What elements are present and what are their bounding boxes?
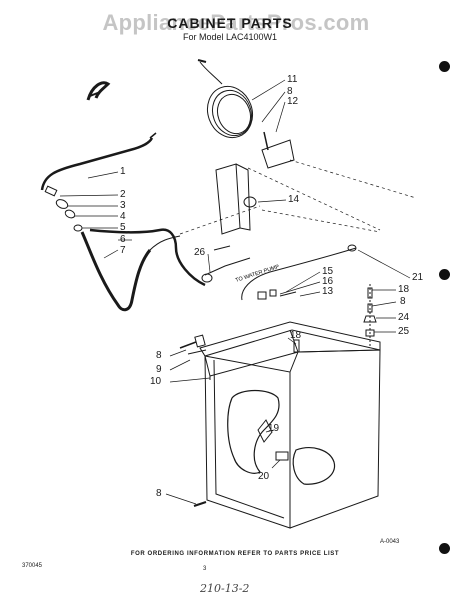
callout-25: 25 xyxy=(398,326,410,337)
callout-5: 5 xyxy=(120,222,126,233)
callout-8: 8 xyxy=(400,296,406,307)
watermark: AppliancePartsPros.com xyxy=(102,10,370,35)
binder-hole-bottom xyxy=(439,543,450,554)
side-cutout xyxy=(292,447,336,485)
callout-1: 1 xyxy=(120,166,126,177)
callout-16: 16 xyxy=(322,276,334,287)
callout-7: 7 xyxy=(120,245,126,256)
callout-4: 4 xyxy=(120,211,126,222)
binder-hole-middle xyxy=(439,269,450,280)
ordering-footer: FOR ORDERING INFORMATION REFER TO PARTS … xyxy=(130,551,340,557)
handwritten-note: 210-13-2 xyxy=(200,582,250,595)
callout-24: 24 xyxy=(398,312,410,323)
callout-14: 14 xyxy=(288,194,300,205)
callout-8: 8 xyxy=(156,350,162,361)
power-cord xyxy=(40,137,154,191)
callout-26: 26 xyxy=(194,247,206,258)
callout-3: 3 xyxy=(120,200,126,211)
callout-20: 20 xyxy=(258,471,270,482)
coupling-parts xyxy=(44,185,83,232)
callout-2: 2 xyxy=(120,189,126,200)
callout-15: 15 xyxy=(322,266,334,277)
hose-label: TO WATER PUMP xyxy=(235,264,281,284)
callout-11: 11 xyxy=(287,74,298,85)
hook-part xyxy=(86,81,111,101)
drain-hose xyxy=(80,231,152,312)
left-code: 370045 xyxy=(22,563,43,569)
callout-8: 8 xyxy=(156,488,162,499)
callout-21: 21 xyxy=(412,272,424,283)
model-subtitle: For Model LAC4100W1 xyxy=(182,32,278,42)
page-number: 3 xyxy=(203,566,207,572)
right-screws xyxy=(363,284,377,346)
inlet-hose-coil xyxy=(197,59,254,139)
callout-18: 18 xyxy=(398,284,410,295)
callout-18: 18 xyxy=(290,330,302,341)
cabinet-body xyxy=(204,355,291,529)
callout-13: 13 xyxy=(322,286,334,297)
callout-19: 19 xyxy=(268,423,280,434)
mounting-bracket xyxy=(215,163,241,235)
fill-hose xyxy=(241,247,357,301)
callout-10: 10 xyxy=(150,376,162,387)
callout-8: 8 xyxy=(287,86,293,97)
callout-12: 12 xyxy=(287,96,299,107)
callout-6: 6 xyxy=(120,234,126,245)
page-title: CABINET PARTS xyxy=(167,15,293,31)
pump-hose xyxy=(204,257,251,276)
front-cutout xyxy=(227,389,280,474)
bracket xyxy=(261,139,295,169)
binder-hole-top xyxy=(439,61,450,72)
figure-code: A-0043 xyxy=(380,539,400,545)
top-screws xyxy=(257,289,300,353)
callout-9: 9 xyxy=(156,364,162,375)
